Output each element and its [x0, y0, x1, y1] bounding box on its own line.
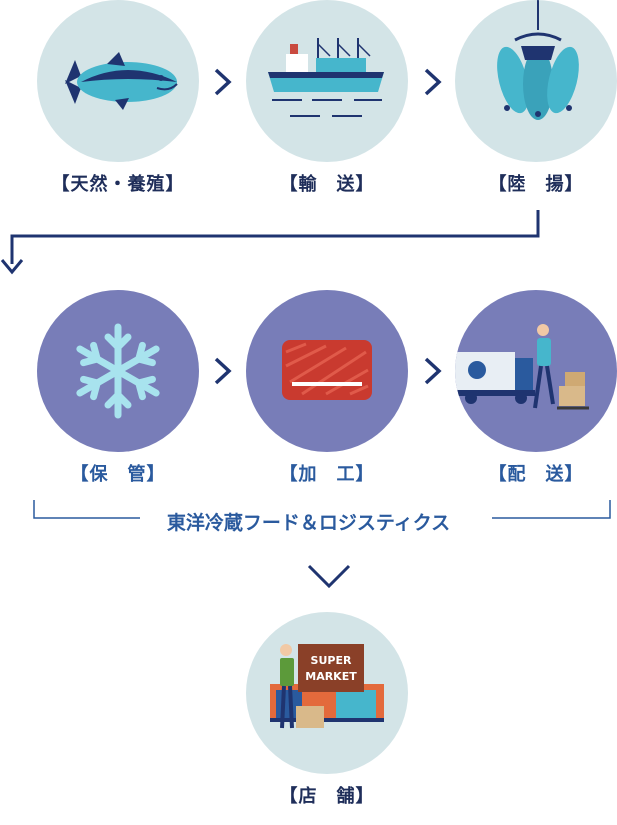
node-transport — [246, 0, 408, 162]
label-store: 【店 舗】 — [279, 786, 375, 807]
node-landing — [455, 0, 617, 162]
sign-super: SUPER — [311, 654, 352, 667]
node-delivery — [455, 290, 617, 452]
group-bracket — [33, 500, 611, 519]
group-label: 東洋冷蔵フード＆ロジスティクス — [140, 508, 477, 535]
node-store: SUPER MARKET — [246, 612, 408, 774]
ship-icon — [268, 38, 384, 117]
supermarket-icon: SUPER MARKET — [270, 644, 384, 729]
label-storage: 【保 管】 — [70, 464, 166, 485]
chevron-right-icon — [424, 357, 442, 385]
chevron-right-icon — [214, 357, 232, 385]
chevron-down-icon — [307, 564, 351, 589]
chevron-right-icon — [214, 68, 232, 96]
label-landing: 【陸 揚】 — [488, 174, 584, 195]
hanging-fish-icon — [497, 0, 579, 120]
label-delivery: 【配 送】 — [488, 464, 584, 485]
chevron-right-icon — [424, 68, 442, 96]
truck-icon — [455, 324, 589, 410]
tuna-icon — [65, 52, 178, 110]
node-processing — [246, 290, 408, 452]
node-storage — [37, 290, 199, 452]
connector-arrow — [0, 210, 540, 275]
tuna-block-icon — [282, 340, 372, 400]
label-aquaculture: 【天然・養殖】 — [51, 174, 185, 195]
snowflake-icon — [76, 323, 160, 419]
node-aquaculture — [37, 0, 199, 162]
label-transport: 【輸 送】 — [279, 174, 375, 195]
label-processing: 【加 工】 — [279, 464, 375, 485]
sign-market: MARKET — [305, 670, 357, 683]
